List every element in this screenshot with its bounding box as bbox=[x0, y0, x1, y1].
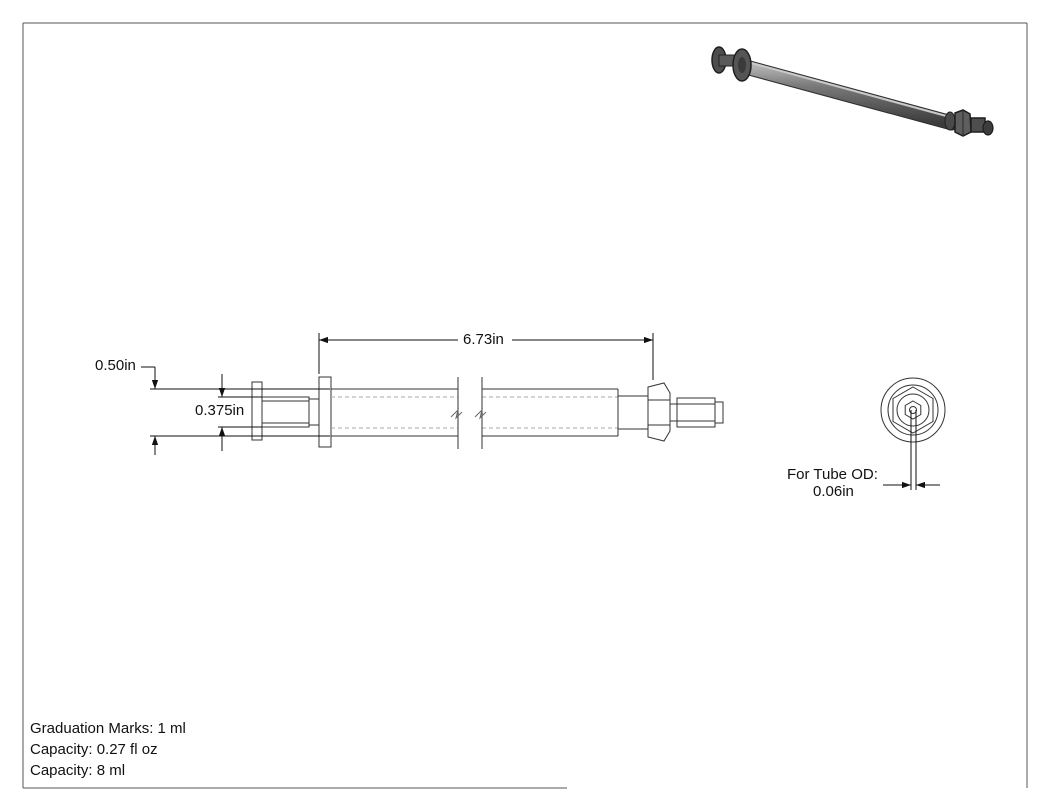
side-hex-nut bbox=[647, 382, 671, 442]
end-flange-circle bbox=[880, 377, 946, 443]
drawing-notes: Graduation Marks: 1 ml Capacity: 0.27 fl… bbox=[30, 718, 186, 781]
front-flange-outline bbox=[318, 376, 332, 448]
isometric-view bbox=[711, 46, 994, 137]
side-view bbox=[251, 376, 724, 449]
note-graduation-marks: Graduation Marks: 1 ml bbox=[30, 720, 186, 737]
sheet-border bbox=[22, 22, 1028, 789]
end-view bbox=[880, 377, 946, 443]
tube-od-dimension bbox=[883, 410, 940, 490]
note-capacity-fl-oz: Capacity: 0.27 fl oz bbox=[30, 741, 158, 758]
note-capacity-ml: Capacity: 8 ml bbox=[30, 762, 126, 779]
end-hex-outline bbox=[892, 386, 934, 434]
inner-diameter-label: 0.375in bbox=[195, 402, 245, 419]
tube-od-label: For Tube OD: bbox=[787, 466, 878, 483]
outer-diameter-label: 0.50in bbox=[95, 357, 136, 374]
outer-diameter-dimension bbox=[141, 366, 330, 455]
inner-diameter-dimension bbox=[218, 374, 262, 451]
length-dimension bbox=[318, 333, 654, 380]
tube-od-value: 0.06in bbox=[813, 483, 854, 500]
length-label: 6.73in bbox=[463, 331, 504, 348]
rear-flange-outline bbox=[251, 381, 263, 441]
